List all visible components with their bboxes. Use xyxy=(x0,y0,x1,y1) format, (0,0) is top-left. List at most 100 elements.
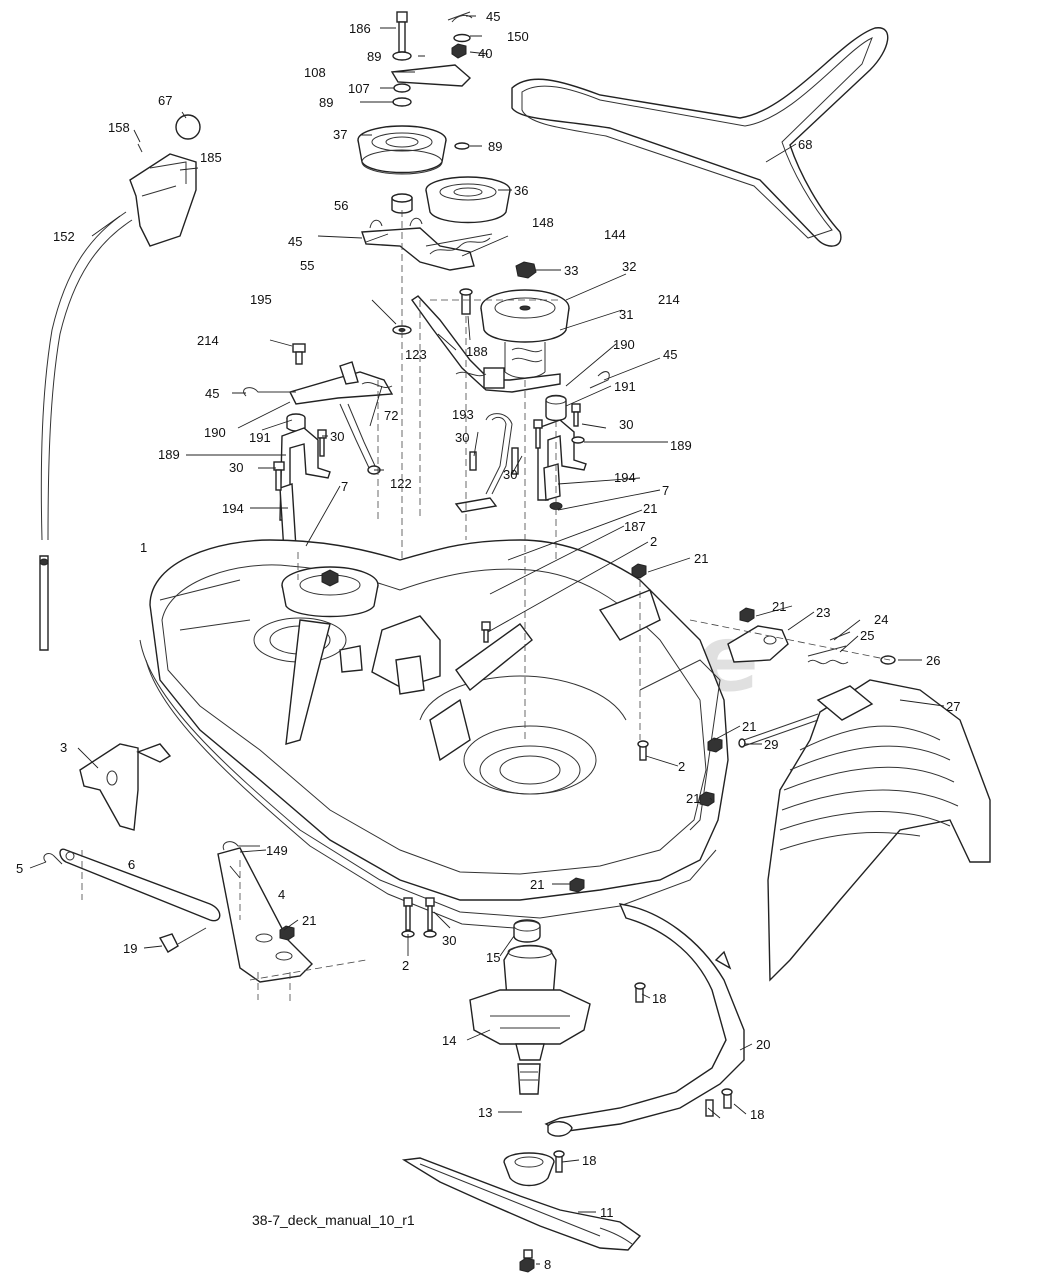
callout-11: 11 xyxy=(600,1205,614,1220)
callout-158: 158 xyxy=(108,120,130,135)
callout-7: 7 xyxy=(341,479,348,494)
callout-21: 21 xyxy=(302,913,316,928)
callout-89: 89 xyxy=(367,49,381,64)
callout-214: 214 xyxy=(197,333,219,348)
callout-31: 31 xyxy=(619,307,633,322)
blade-adapter-and-blade xyxy=(401,1152,642,1273)
callout-45: 45 xyxy=(663,347,677,362)
callout-19: 19 xyxy=(123,941,137,956)
callout-190: 190 xyxy=(613,337,635,352)
callout-190: 190 xyxy=(204,425,226,440)
mower-deck-housing-1 xyxy=(139,210,891,931)
discharge-chute-27 xyxy=(738,679,991,982)
callout-leaders xyxy=(29,15,945,1265)
idler-bracket-55 xyxy=(361,217,493,315)
callout-15: 15 xyxy=(486,950,500,965)
callout-214: 214 xyxy=(658,292,680,307)
callout-186: 186 xyxy=(349,21,371,36)
baffle-20 xyxy=(544,903,745,1137)
callout-195: 195 xyxy=(250,292,272,307)
callout-185: 185 xyxy=(200,150,222,165)
callout-56: 56 xyxy=(334,198,348,213)
callout-18: 18 xyxy=(652,991,666,1006)
callout-18: 18 xyxy=(582,1153,596,1168)
spindle-assembly-14 xyxy=(469,919,591,1095)
callout-18: 18 xyxy=(750,1107,764,1122)
callout-150: 150 xyxy=(507,29,529,44)
callout-36: 36 xyxy=(514,183,528,198)
v-belt xyxy=(511,27,889,247)
callout-32: 32 xyxy=(622,259,636,274)
callout-20: 20 xyxy=(756,1037,770,1052)
callout-21: 21 xyxy=(530,877,544,892)
callout-4: 4 xyxy=(278,887,285,902)
callout-21: 21 xyxy=(772,599,786,614)
callout-6: 6 xyxy=(128,857,135,872)
callout-37: 37 xyxy=(333,127,347,142)
callout-122: 122 xyxy=(390,476,412,491)
callout-26: 26 xyxy=(926,653,940,668)
callout-25: 25 xyxy=(860,628,874,643)
callout-55: 55 xyxy=(300,258,314,273)
callout-188: 188 xyxy=(466,344,488,359)
callout-27: 27 xyxy=(946,699,960,714)
callout-30: 30 xyxy=(442,933,456,948)
idler-pulley-36 xyxy=(425,176,511,224)
callout-21: 21 xyxy=(694,551,708,566)
callout-24: 24 xyxy=(874,612,888,627)
lift-linkage xyxy=(43,743,367,1002)
callout-1: 1 xyxy=(140,540,147,555)
idler-pulley-37 xyxy=(357,125,447,175)
cable-assembly-152 xyxy=(39,114,201,651)
callout-33: 33 xyxy=(564,263,578,278)
callout-189: 189 xyxy=(670,438,692,453)
bolts-2-and-30 xyxy=(401,897,733,1173)
callout-23: 23 xyxy=(816,605,830,620)
callout-89: 89 xyxy=(319,95,333,110)
idler-arm-123 xyxy=(411,295,561,393)
callout-29: 29 xyxy=(764,737,778,752)
callout-5: 5 xyxy=(16,861,23,876)
callout-3: 3 xyxy=(60,740,67,755)
right-front-hardware xyxy=(631,563,896,665)
callout-89: 89 xyxy=(488,139,502,154)
diagram-caption: 38-7_deck_manual_10_r1 xyxy=(252,1212,415,1228)
callout-194: 194 xyxy=(222,501,244,516)
callout-67: 67 xyxy=(158,93,172,108)
callout-191: 191 xyxy=(614,379,636,394)
callout-144: 144 xyxy=(604,227,626,242)
callout-8: 8 xyxy=(544,1257,551,1272)
right-linkage xyxy=(533,371,610,510)
callout-13: 13 xyxy=(478,1105,492,1120)
callout-108: 108 xyxy=(304,65,326,80)
callout-labels: 186 45 150 89 40 108 107 89 67 158 185 3… xyxy=(16,9,960,1272)
callout-14: 14 xyxy=(442,1033,456,1048)
callout-21: 21 xyxy=(742,719,756,734)
callout-30: 30 xyxy=(330,429,344,444)
callout-191: 191 xyxy=(249,430,271,445)
callout-7: 7 xyxy=(662,483,669,498)
callout-2: 2 xyxy=(402,958,409,973)
callout-45: 45 xyxy=(486,9,500,24)
callout-40: 40 xyxy=(478,46,492,61)
callout-2: 2 xyxy=(678,759,685,774)
callout-30: 30 xyxy=(503,467,517,482)
callout-21: 21 xyxy=(643,501,657,516)
callout-30: 30 xyxy=(455,430,469,445)
callout-187: 187 xyxy=(624,519,646,534)
callout-2: 2 xyxy=(650,534,657,549)
callout-30: 30 xyxy=(619,417,633,432)
callout-21: 21 xyxy=(686,791,700,806)
callout-189: 189 xyxy=(158,447,180,462)
callout-193: 193 xyxy=(452,407,474,422)
callout-123: 123 xyxy=(405,347,427,362)
callout-45: 45 xyxy=(288,234,302,249)
left-bracket-189 xyxy=(273,427,331,553)
left-linkage xyxy=(243,343,394,475)
callout-149: 149 xyxy=(266,843,288,858)
callout-107: 107 xyxy=(348,81,370,96)
callout-194: 194 xyxy=(614,470,636,485)
callout-152: 152 xyxy=(53,229,75,244)
drive-pulley-32 xyxy=(480,261,570,379)
